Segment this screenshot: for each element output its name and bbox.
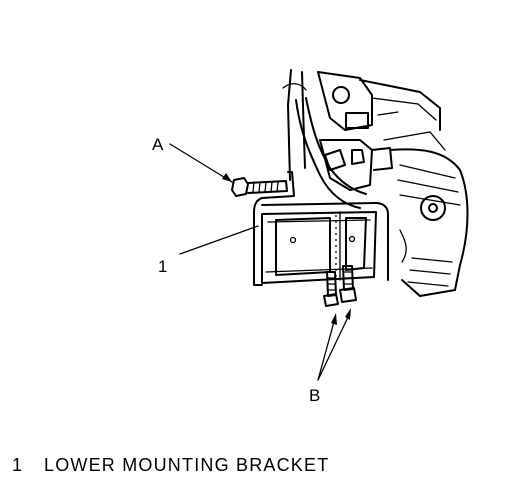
callout-1: 1 [158,257,167,276]
bolt-a [231,177,288,197]
engine-structure [282,69,469,297]
legend-entry: 1 LOWER MOUNTING BRACKET [12,455,329,476]
lower-mounting-bracket [253,171,389,286]
callout-a: A [152,135,164,154]
bracket-diagram: A 1 B [152,69,469,405]
leader-lines [169,143,351,381]
legend-label: LOWER MOUNTING BRACKET [44,455,330,475]
legend-number: 1 [12,455,24,475]
bolts-b [323,265,357,307]
callout-b: B [309,386,320,405]
